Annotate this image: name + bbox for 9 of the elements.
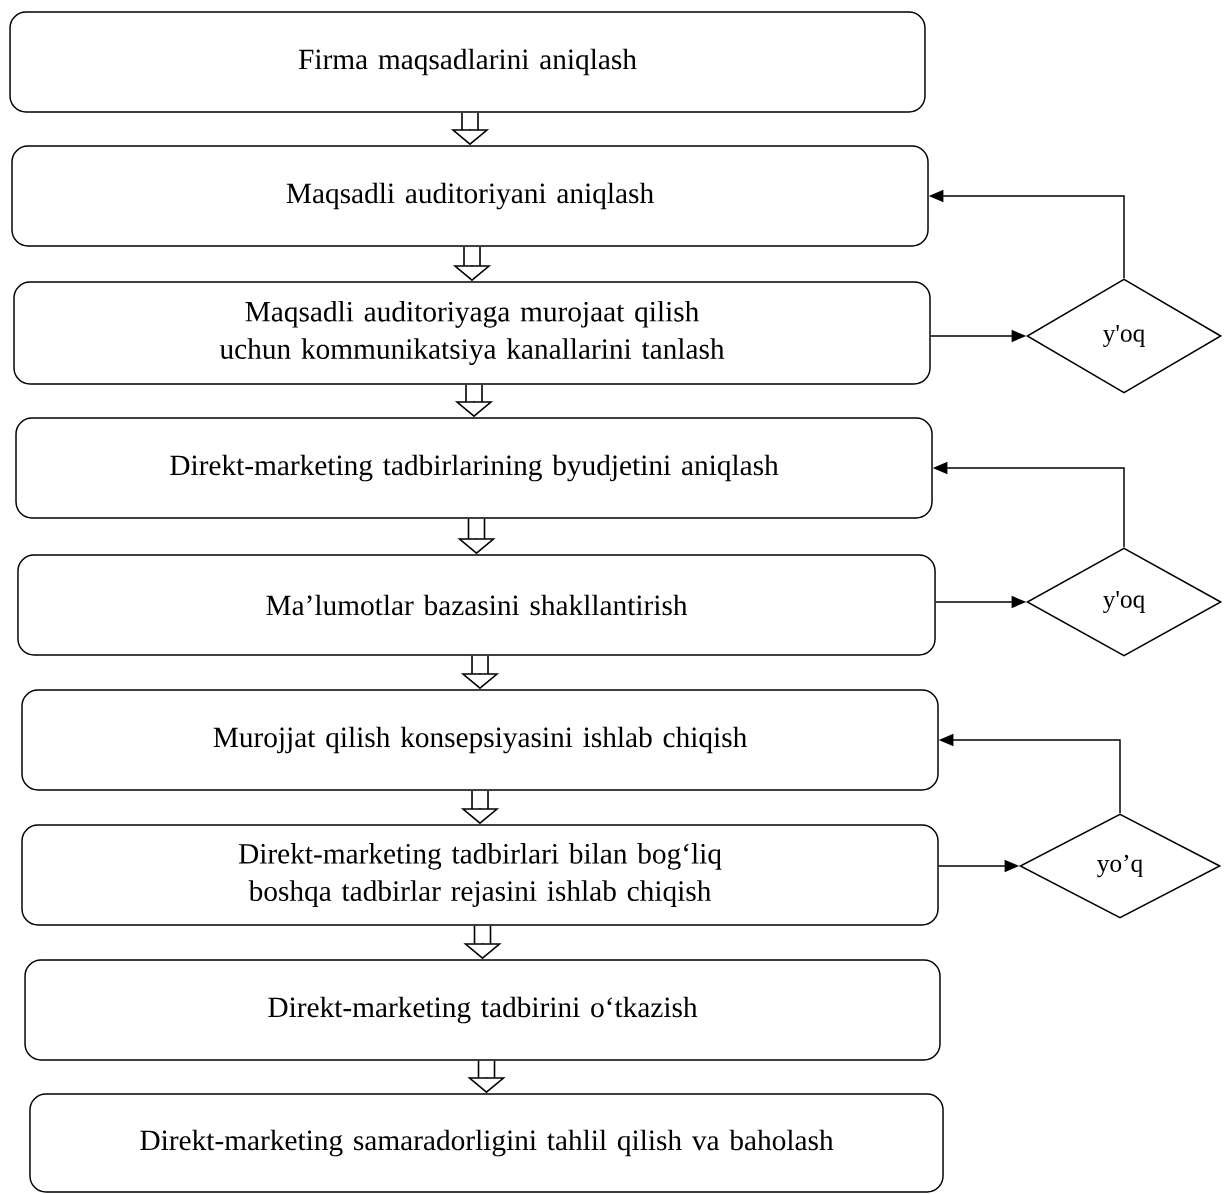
process-box: Direkt-marketing tadbirlari bilan bog‘liq boshqa tadbirlar rejasini ishlab chiqish bbox=[21, 824, 939, 926]
process-box: Murojjat qilish konsepsiyasini ishlab chiqish bbox=[21, 689, 939, 791]
process-box: Ma’lumotlar bazasini shakllantirish bbox=[17, 554, 936, 656]
process-box: Direkt-marketing tadbirini o‘tkazish bbox=[24, 959, 941, 1061]
process-box: Direkt-marketing tadbirlarining byudjetini aniqlash bbox=[15, 417, 933, 519]
process-box: Firma maqsadlarini aniqlash bbox=[9, 11, 926, 113]
process-box: Maqsadli auditoriyaga murojaat qilish uchun kommunikatsiya kanallarini tanlash bbox=[13, 281, 931, 385]
process-box: Direkt-marketing samaradorligini tahlil qilish va baholash bbox=[29, 1093, 944, 1193]
process-box: Maqsadli auditoriyani aniqlash bbox=[11, 145, 929, 247]
